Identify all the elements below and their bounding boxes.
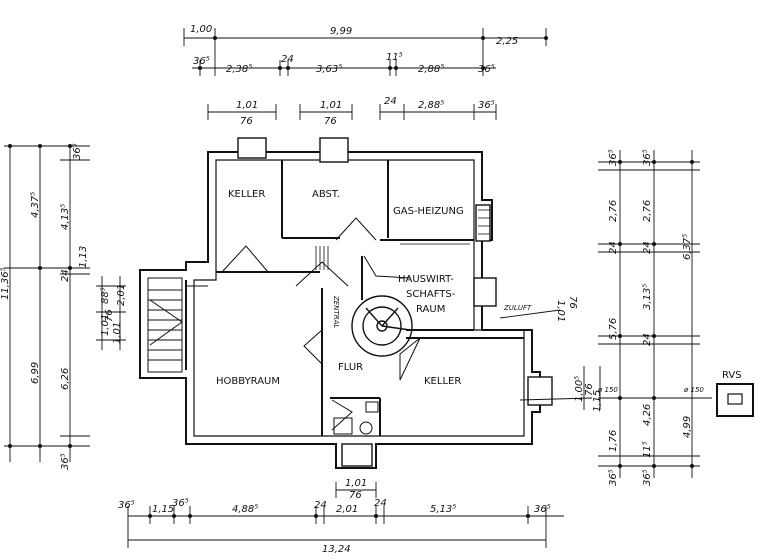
dim-left-in-4: 1,13 <box>78 246 89 268</box>
dim-left-in-5: 6,26 <box>60 368 71 390</box>
dim-bot-6: 2,01 <box>336 504 358 515</box>
dimension-ticks <box>8 36 694 518</box>
room-label-flur: FLUR <box>338 362 363 373</box>
dim-left-mid-b: 6,99 <box>30 362 41 384</box>
dim-top-r2-4: 3,63⁵ <box>316 64 342 75</box>
dim-left-sm-4: 76 <box>104 309 115 322</box>
hatching <box>315 209 490 270</box>
dim-top-r2-2: 2,38⁵ <box>226 64 252 75</box>
dim-right-sm-2: 76 <box>567 296 578 309</box>
dim-top-3: 2,25 <box>496 36 518 47</box>
dim-bot-7: 24 <box>374 498 387 509</box>
note-pipe-2: ø 150 <box>683 386 704 394</box>
dimension-labels-top: 1,00 9,99 2,25 36⁵ 2,38⁵ 24 3,63⁵ 11⁵ 2,… <box>190 24 518 127</box>
dim-right-c1-6: 36⁵ <box>608 469 619 486</box>
dim-right-c1-2: 2,76 <box>608 200 619 222</box>
dim-right-c2-7: 11⁵ <box>642 441 653 458</box>
dim-left-in-6: 36⁵ <box>60 453 71 470</box>
note-pipe-1: ø 150 <box>597 386 618 394</box>
dim-top-r3-5: 24 <box>384 96 397 107</box>
dim-left-mid-a: 4,37⁵ <box>30 192 41 218</box>
dim-right-c2-1: 36⁵ <box>642 149 653 166</box>
dim-bot-1: 36⁵ <box>118 500 135 511</box>
dim-top-r3-6: 2,88⁵ <box>418 100 444 111</box>
dim-right-c1-3: 24 <box>608 241 619 254</box>
dim-bot-8: 5,13⁵ <box>430 504 456 515</box>
dim-top-r3-1: 1,01 <box>236 100 258 111</box>
dim-bot-9: 36⁵ <box>534 504 551 515</box>
dim-left-in-3: 24 <box>60 269 71 282</box>
dim-bot-4: 4,88⁵ <box>232 504 258 515</box>
room-label-rvs: RVS <box>722 370 742 381</box>
dim-left-outer: 11,36⁵ <box>0 267 11 300</box>
dim-top-r2-3: 24 <box>281 54 294 65</box>
dim-right-c3-1: 6,37⁵ <box>682 234 693 260</box>
dim-bot-3: 36⁵ <box>172 498 189 509</box>
dim-bot-door-1: 1,01 <box>345 478 367 489</box>
wc-fixtures <box>333 401 379 435</box>
note-zuluft: ZULUFT <box>503 304 532 312</box>
dim-left-sm-3: 1,01 <box>100 314 111 336</box>
dim-right-c2-5: 24 <box>642 333 653 346</box>
light-wells <box>237 137 553 467</box>
dim-bot-2: 1,15 <box>152 504 174 515</box>
dim-right-c1-1: 36⁵ <box>608 149 619 166</box>
dim-right-c2-4: 3,13⁵ <box>642 284 653 310</box>
dim-bot-5: 24 <box>314 500 327 511</box>
dim-top-1: 1,00 <box>190 24 212 35</box>
dimension-labels-right: 36⁵ 2,76 24 5,76 1,76 36⁵ 36⁵ 2,76 24 3,… <box>555 149 693 486</box>
spiral-stair <box>351 295 413 357</box>
dim-right-c2-3: 24 <box>642 241 653 254</box>
dimension-lines <box>4 28 712 548</box>
room-label-keller-nw: KELLER <box>228 189 265 200</box>
dim-top-2: 9,99 <box>330 26 352 37</box>
dim-right-sm-5: 1,15 <box>592 390 603 412</box>
dim-left-in-1: 36⁵ <box>72 143 83 160</box>
dim-right-sm-3: 1,00⁵ <box>574 376 585 402</box>
note-zentral: ZENTRAL <box>332 295 340 328</box>
dim-top-r2-6: 2,88⁵ <box>418 64 444 75</box>
dim-top-r2-5: 11⁵ <box>386 52 403 63</box>
dim-right-c2-8: 36⁵ <box>642 469 653 486</box>
dim-top-r2-1: 36⁵ <box>193 56 210 67</box>
dimension-labels-bottom: 36⁵ 1,15 36⁵ 4,88⁵ 24 2,01 24 5,13⁵ 36⁵ … <box>118 478 551 555</box>
dim-bot-total: 13,24 <box>322 544 351 555</box>
room-label-keller-se: KELLER <box>424 376 461 387</box>
dim-top-r3-2: 76 <box>240 116 253 127</box>
room-label-hobbyraum: HOBBYRAUM <box>216 376 280 387</box>
dim-top-r3-7: 36⁵ <box>478 100 495 111</box>
notes: ZULUFT ZENTRAL ø 150 ø 150 <box>332 295 704 394</box>
dim-left-sm-2: 2,01 <box>116 284 127 306</box>
room-label-hauswirt-1: HAUSWIRT- <box>398 274 454 285</box>
dim-right-c2-2: 2,76 <box>642 200 653 222</box>
room-label-hauswirt-2: SCHAFTS- <box>406 289 456 300</box>
room-label-hauswirt-3: RAUM <box>416 304 445 315</box>
room-labels: KELLER ABST. GAS-HEIZUNG HAUSWIRT- SCHAF… <box>216 189 742 387</box>
dim-bot-door-2: 76 <box>349 490 362 501</box>
dimension-labels-left: 11,36⁵ 4,37⁵ 6,99 36⁵ 4,13⁵ 24 1,13 6,26… <box>0 143 127 470</box>
dim-left-sm-1: 88⁵ <box>100 287 111 304</box>
dim-right-sm-4: 76 <box>584 383 595 396</box>
room-label-abst: ABST. <box>312 189 340 200</box>
outer-wall <box>139 151 541 469</box>
door-swings <box>221 217 421 431</box>
dim-left-in-2: 4,13⁵ <box>60 204 71 230</box>
dim-right-c1-4: 5,76 <box>608 318 619 340</box>
stair-left <box>147 277 208 373</box>
rvs-box <box>716 383 754 417</box>
dim-top-r3-4: 76 <box>324 116 337 127</box>
dim-left-sm-5: 1,01 <box>112 322 123 344</box>
dim-top-r3-3: 1,01 <box>320 100 342 111</box>
dim-right-c3-2: 4,99 <box>682 416 693 438</box>
room-label-gas-heizung: GAS-HEIZUNG <box>393 206 464 217</box>
dim-right-c1-5: 1,76 <box>608 430 619 452</box>
dim-top-r2-7: 36⁵ <box>478 64 495 75</box>
dim-right-c2-6: 4,26 <box>642 404 653 426</box>
dim-right-sm-1: 1,01 <box>555 300 566 322</box>
